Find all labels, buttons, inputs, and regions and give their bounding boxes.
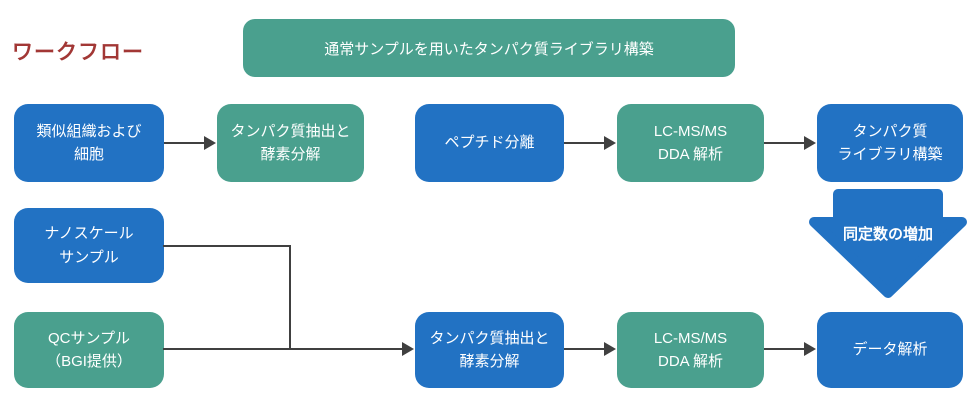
node-label: 酵素分解: [459, 353, 520, 370]
node-label: LC-MS/MS: [653, 122, 728, 140]
node-lcms-dda-bottom: LC-MS/MS DDA 解析: [617, 312, 764, 388]
node-label: DDA 解析: [657, 146, 723, 163]
connector-line: [163, 245, 291, 247]
node-qc-sample: QCサンプル （BGI提供）: [14, 312, 164, 388]
node-label: ナノスケール: [44, 225, 134, 243]
node-label: タンパク質抽出と: [230, 122, 351, 140]
arrow-right: [764, 136, 816, 150]
node-label: 類似組織および: [36, 122, 142, 140]
node-label: （BGI提供）: [46, 353, 132, 370]
node-data-analysis: データ解析: [817, 312, 963, 388]
node-label: 酵素分解: [260, 146, 321, 163]
node-similar-tissue: 類似組織および 細胞: [14, 104, 164, 182]
node-label: タンパク質: [852, 122, 928, 140]
node-label: データ解析: [852, 341, 928, 359]
connector-line: [289, 245, 291, 349]
node-protein-extraction-bottom: タンパク質抽出と 酵素分解: [415, 312, 564, 388]
banner-label: 通常サンプルを用いたタンパク質ライブラリ構築: [324, 40, 654, 58]
node-protein-extraction-top: タンパク質抽出と 酵素分解: [217, 104, 364, 182]
arrow-right: [564, 136, 616, 150]
node-nanoscale-sample: ナノスケール サンプル: [14, 208, 164, 283]
node-peptide-separation: ペプチド分離: [415, 104, 564, 182]
node-label: DDA 解析: [657, 353, 723, 370]
increase-arrow-label: 同定数の増加: [842, 226, 933, 243]
page-title: ワークフロー: [12, 41, 144, 64]
down-arrow-shape: [809, 189, 967, 298]
node-label: サンプル: [59, 248, 119, 266]
arrow-right: [764, 342, 816, 356]
node-label: タンパク質抽出と: [429, 329, 550, 347]
arrow-right: [163, 342, 414, 356]
node-label: LC-MS/MS: [653, 329, 728, 347]
arrow-right: [164, 136, 216, 150]
node-label: ライブラリ構築: [837, 146, 943, 163]
node-protein-library: タンパク質 ライブラリ構築: [817, 104, 963, 182]
arrow-right: [564, 342, 616, 356]
node-label: 細胞: [73, 146, 104, 163]
node-label: QCサンプル: [47, 329, 131, 347]
node-label: ペプチド分離: [444, 134, 535, 152]
node-lcms-dda-top: LC-MS/MS DDA 解析: [617, 104, 764, 182]
banner-normal-sample-library: 通常サンプルを用いたタンパク質ライブラリ構築: [243, 19, 735, 77]
